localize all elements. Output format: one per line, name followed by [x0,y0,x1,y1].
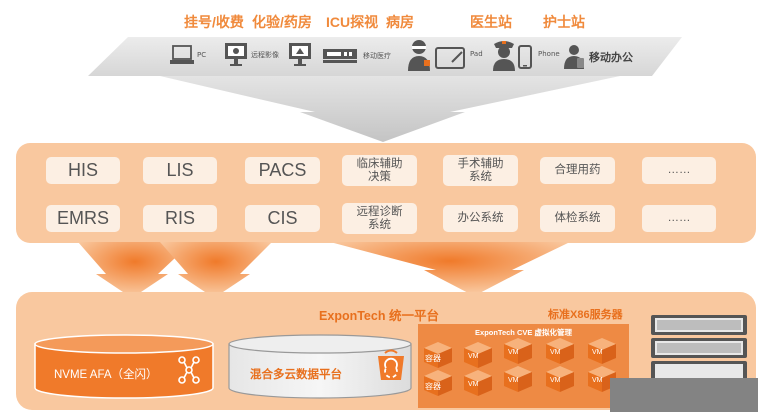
device-pc-label: PC [197,51,207,59]
app-more-1: …… [642,157,716,184]
arrow-down-1 [78,242,192,298]
cve-title: ExponTech CVE 虚拟化管理 [475,328,572,337]
device-mobile-office-label: 移动办公 [589,51,633,64]
vm-cubes [424,338,616,396]
app-office-system: 办公系统 [443,205,518,232]
device-icu [288,42,312,68]
vm-label-4: VM [508,377,519,384]
access-labels: 挂号/收费 化验/药房 ICU探视 病房 医生站 护士站 [0,12,758,36]
label-registration: 挂号/收费 [184,14,244,30]
layer-arrows [78,242,570,298]
doctor-pad-icon [408,40,465,71]
app-rational-drug: 合理用药 [540,157,615,184]
nvme-label: NVME AFA（全闪） [54,369,158,381]
arrow-down-2 [160,242,272,298]
vm-label-8: VM [592,377,603,384]
network-icon [178,356,200,384]
vm-label-7: VM [592,349,603,356]
device-remote-imaging: 远程影像 [224,42,279,68]
platform-title: ExponTech 统一平台 [319,309,439,323]
user-phone-icon [564,45,584,69]
container-label-2: 容器 [425,382,441,391]
label-doctor: 医生站 [470,14,512,30]
vm-label-6: VM [550,377,561,384]
app-surgery-assist: 手术辅助 系统 [443,155,518,186]
hybrid-label: 混合多云数据平台 [250,369,342,381]
device-mobile-medical: 移动医疗 [322,47,391,65]
laptop-icon [170,45,194,64]
arrow-down-3 [330,242,570,296]
app-checkup-system: 体检系统 [540,205,615,232]
access-band [88,37,682,142]
vm-label-3: VM [508,349,519,356]
nvme-cylinder [34,334,214,399]
vm-label-1: VM [468,353,479,360]
device-remote-imaging-label: 远程影像 [251,51,279,59]
cloud-bucket-icon [378,349,404,380]
device-phone: Phone [492,38,560,72]
server-rack-icon [651,315,747,381]
vm-label-5: VM [550,349,561,356]
vm-label-2: VM [468,381,479,388]
label-nurse: 护士站 [543,14,585,30]
app-ris: RIS [143,205,217,232]
app-clinical-decision: 临床辅助 决策 [342,155,417,186]
hybrid-cylinder [228,334,412,399]
container-label-1: 容器 [425,354,441,363]
gray-overlay-block [610,378,758,412]
device-mobile-medical-label: 移动医疗 [363,52,391,60]
medical-cart-icon [323,49,357,63]
app-more-2: …… [642,205,716,232]
app-his: HIS [46,157,120,184]
nurse-phone-icon [493,41,532,71]
device-pc: PC [170,44,206,66]
label-icu: ICU探视 [326,14,379,30]
cve-panel [418,324,629,408]
app-pacs: PACS [245,157,320,184]
down-funnel-arrow [160,76,620,142]
device-mobile-office: 移动办公 [564,44,633,70]
app-emrs: EMRS [46,205,120,232]
label-lab: 化验/药房 [252,14,312,30]
monitor-icon [289,43,311,66]
app-remote-diagnosis: 远程诊断 系统 [342,203,417,234]
app-cis: CIS [245,205,320,232]
device-pad-label: Pad [470,50,483,58]
monitor-icon [225,43,247,66]
x86-title: 标准X86服务器 [548,309,623,321]
app-lis: LIS [143,157,217,184]
label-ward: 病房 [386,14,414,30]
device-phone-label: Phone [538,50,560,58]
device-pad: Pad [408,38,483,72]
